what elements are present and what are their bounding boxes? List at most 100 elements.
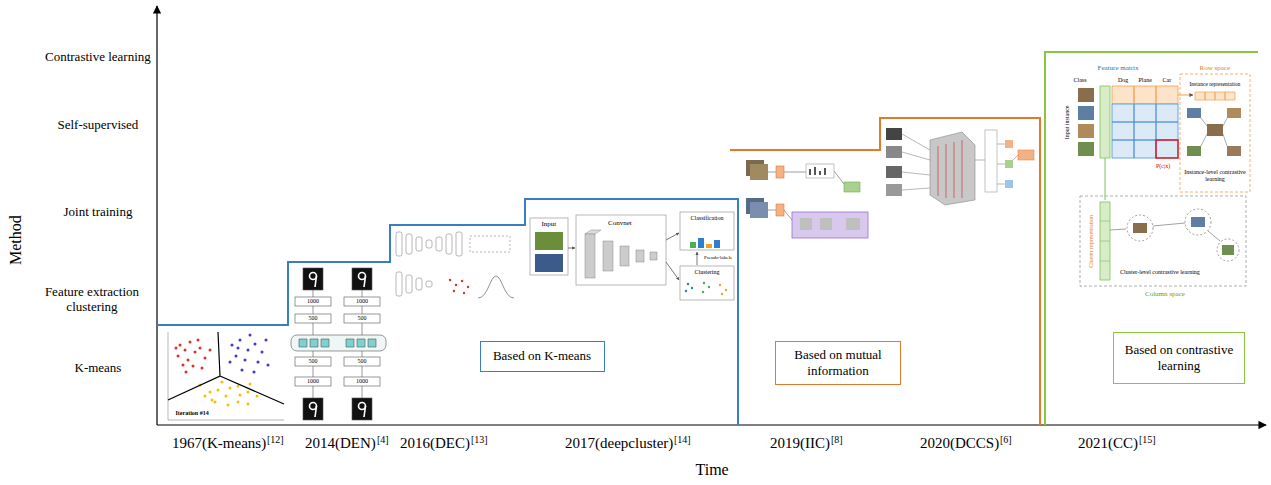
layer-box (344, 314, 380, 323)
den-autoencoders (291, 268, 386, 420)
cluster-dots (703, 283, 709, 292)
figure-text: Feature matrix (1098, 64, 1139, 72)
figure-text: P(c|x) (1156, 163, 1170, 170)
layer-size: 500 (358, 315, 367, 322)
figure-text: Column space (1145, 290, 1185, 298)
figure-text: Instance-level contrastive learning (1182, 169, 1248, 183)
cluster-dots (720, 285, 726, 294)
row-space-box (1180, 74, 1250, 192)
time-label: 2017(deepcluster) (565, 435, 673, 452)
cluster-circle (1217, 239, 1239, 261)
overclustering-panel (792, 212, 868, 238)
citation-number: [12] (267, 434, 284, 446)
y-axis (156, 6, 157, 425)
citation-number: [4] (377, 434, 389, 446)
matrix-cells (1112, 104, 1178, 158)
layer-bar (426, 281, 432, 287)
plot-axes (168, 332, 284, 420)
cluster-circle (1127, 215, 1153, 241)
figure-text: Pseudo-labels (704, 255, 732, 261)
cluster-image (1133, 223, 1147, 233)
red-cluster (176, 340, 210, 372)
pseudo-label-arrow (697, 252, 698, 265)
box-text: Based on contrastive learning (1120, 342, 1238, 373)
cluster-links (1110, 223, 1220, 241)
figure-text: Car (1163, 77, 1172, 84)
class-bar (690, 242, 696, 248)
distribution-curve (478, 276, 514, 298)
citation-number: [8] (831, 434, 843, 446)
conv-block (585, 234, 595, 278)
method-level: Self-supervised (58, 118, 139, 133)
layer-box (344, 297, 380, 306)
objective-box (844, 182, 860, 192)
class-bar (714, 240, 720, 248)
figure-text: Class (1074, 77, 1087, 84)
citation-number: [13] (471, 434, 488, 446)
digit-stroke (315, 406, 317, 417)
axis-title: Method (7, 215, 25, 265)
highlight-cell (1156, 140, 1178, 158)
citation-number: [14] (674, 434, 691, 446)
input-image (1078, 106, 1094, 120)
axis-title: Time (696, 461, 729, 479)
cluster-vector (1100, 202, 1110, 280)
network-layer (776, 204, 784, 216)
time-label: 2020(DCCS) (920, 435, 999, 452)
flow-arrow (666, 233, 679, 240)
layer-box (295, 357, 331, 366)
time-label: 2019(IIC) (770, 435, 830, 452)
column-link (1105, 158, 1106, 200)
citation-number: [15] (1139, 434, 1156, 446)
anchor-image (1207, 124, 1223, 136)
digit-image (303, 398, 323, 420)
class-bar (698, 238, 704, 248)
output-unit (1005, 160, 1013, 168)
instance-links (1201, 118, 1227, 146)
plot-caption: Iteration #14 (176, 410, 209, 417)
decoder-block (470, 236, 510, 252)
digit-image (352, 398, 372, 420)
clustering-box (680, 266, 734, 300)
image-thumb (886, 166, 902, 178)
probability-bars (810, 167, 825, 175)
yellow-cluster (200, 382, 257, 405)
output-unit (1018, 150, 1034, 160)
cc-figure (1078, 74, 1250, 286)
figure-text: Plane (1139, 77, 1152, 84)
backbone-block (930, 132, 975, 205)
x-axis (157, 424, 1266, 425)
input-image (535, 232, 563, 250)
method-level: Joint training (64, 205, 133, 220)
figure-text: Row space (1200, 64, 1231, 72)
digit-stroke (364, 276, 366, 287)
cluster-dots (686, 284, 692, 291)
output-unit (1005, 180, 1013, 188)
layer-bar (416, 237, 422, 251)
category-box: Based on mutual information (775, 341, 901, 385)
embedded-points (450, 280, 468, 293)
classification-box (680, 212, 734, 250)
layer-box (295, 377, 331, 386)
citation-number: [6] (1000, 434, 1012, 446)
class-bar (706, 244, 712, 248)
layer-bar (396, 272, 402, 296)
column-space-box (1080, 196, 1246, 286)
backbone-stripes (938, 140, 962, 198)
time-label: 2014(DEN) (305, 435, 376, 452)
code-units (299, 339, 376, 347)
image-thumb (750, 202, 768, 218)
digit-image (352, 268, 372, 290)
input-image (1078, 88, 1094, 102)
instance-image (1187, 108, 1201, 118)
figure-text: Cluster representation (1087, 215, 1094, 268)
kmeans-scatter (168, 332, 284, 420)
figure-text: Clustering (695, 269, 720, 276)
method-level: K-means (75, 361, 122, 376)
panel-units (800, 218, 860, 230)
figure-text: Cluster-level contrastive learning (1120, 269, 1200, 276)
layer-box (344, 377, 380, 386)
kmeans-step-line (157, 199, 738, 425)
dec-figure (396, 232, 514, 298)
